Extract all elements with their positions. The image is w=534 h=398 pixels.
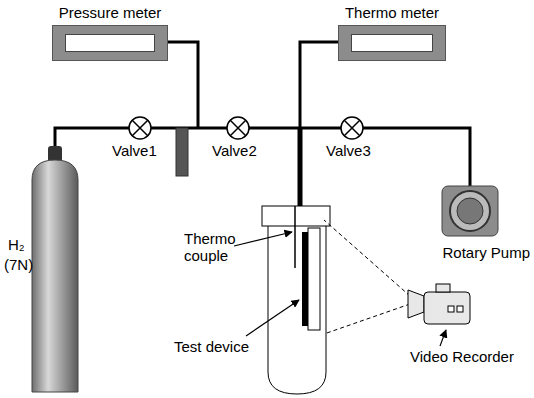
part-label: Thermo couple: [184, 230, 244, 265]
leader-line: [440, 330, 446, 346]
view-line: [324, 220, 410, 334]
meter-title: Pressure meter: [52, 4, 168, 21]
rotary-pump: [442, 186, 498, 236]
gas-cylinder: [32, 146, 78, 392]
meter-box: Pressure meter: [52, 4, 168, 61]
test-tube: [262, 206, 330, 394]
pressure-sensor: [176, 128, 188, 176]
pump-label: Rotary Pump: [442, 244, 530, 261]
meter-display: [65, 34, 155, 52]
leader-line: [246, 300, 299, 336]
valve-label: Valve3: [326, 142, 371, 159]
meter-body: [52, 25, 168, 61]
meter-body: [338, 25, 446, 61]
video-camera: [408, 284, 470, 324]
wire: [168, 42, 198, 128]
meter-title: Thermo meter: [338, 4, 446, 21]
meter-display: [351, 34, 433, 52]
thermocouple-wire: [294, 206, 296, 268]
leader-line: [234, 232, 292, 246]
part-label: Test device: [174, 338, 249, 355]
test-device: [302, 228, 320, 330]
gas-line: [55, 128, 470, 186]
valve-label: Valve2: [212, 142, 257, 159]
gas-formula: H₂: [8, 236, 25, 253]
meter-box: Thermo meter: [338, 4, 446, 61]
wire: [300, 42, 338, 128]
valve-symbol: [129, 117, 363, 139]
gas-purity: (7N): [4, 256, 33, 273]
valve-label: Valve1: [112, 142, 157, 159]
part-label: Video Recorder: [410, 348, 514, 365]
